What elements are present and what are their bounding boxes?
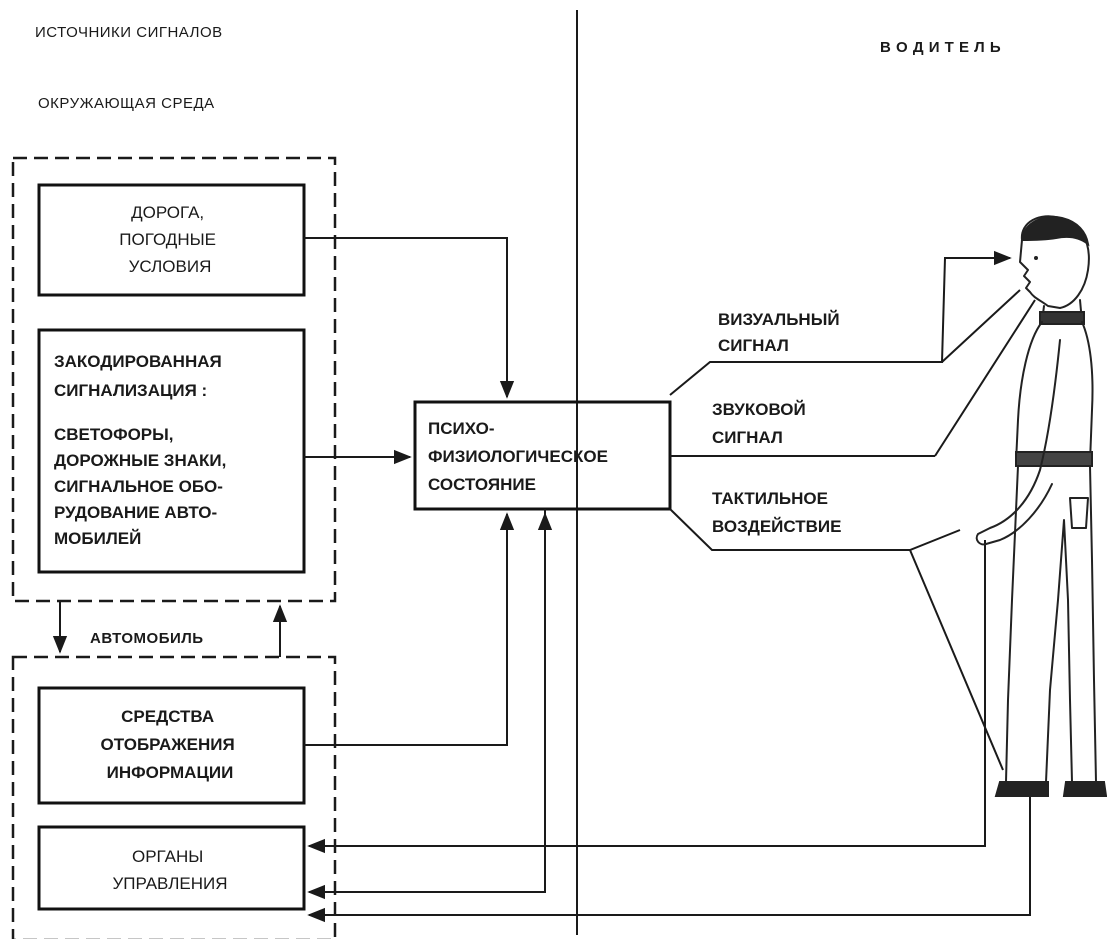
visual-signal-label: ВИЗУАЛЬНЫЙ СИГНАЛ [718,310,844,355]
psycho-box-text: ПСИХО- ФИЗИОЛОГИЧЕСКОЕ СОСТОЯНИЕ [428,419,613,494]
display-box-text: СРЕДСТВА ОТОБРАЖЕНИЯ ИНФОРМАЦИИ [101,707,240,782]
psycho-to-controls-arrow [309,509,545,892]
tactile-cone-line [910,550,1003,770]
sources-header: ИСТОЧНИКИ СИГНАЛОВ [35,24,223,41]
driver-header: В О Д И Т Е Л Ь [880,39,1001,56]
foot-to-controls-arrow [309,790,1030,915]
display-to-psycho-arrow [304,514,507,745]
driver-figure-icon [977,216,1106,796]
car-group [13,657,335,939]
controls-box [39,827,304,909]
signaling-box-text: ЗАКОДИРОВАННАЯ СИГНАЛИЗАЦИЯ : СВЕТОФОРЫ,… [54,352,231,548]
hand-to-controls-arrow [309,540,985,846]
sound-signal-label: ЗВУКОВОЙ СИГНАЛ [712,400,810,447]
road-box-text: ДОРОГА, ПОГОДНЫЕ УСЛОВИЯ [119,203,220,276]
environment-header: ОКРУЖАЮЩАЯ СРЕДА [38,95,215,112]
car-header: АВТОМОБИЛЬ [90,630,204,647]
controls-box-text: ОРГАНЫ УПРАВЛЕНИЯ [113,847,228,893]
visual-cone-line [942,290,1020,362]
tactile-signal-label: ТАКТИЛЬНОЕ ВОЗДЕЙСТВИЕ [712,489,841,536]
